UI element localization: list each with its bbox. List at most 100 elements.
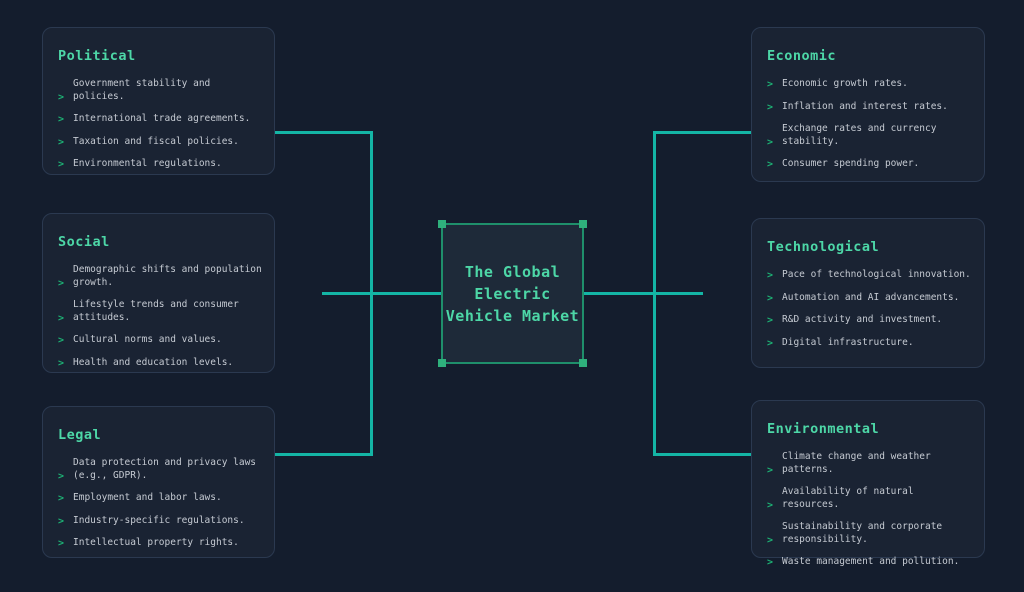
factor-text: Intellectual property rights. xyxy=(73,537,239,548)
node-items: > Economic growth rates. > Inflation and in… xyxy=(767,78,976,171)
factor-item: > Industry-specific regulations. xyxy=(58,515,266,528)
chevron-bullet-icon: > xyxy=(767,337,774,349)
chevron-bullet-icon: > xyxy=(767,292,774,304)
factor-text: Taxation and fiscal policies. xyxy=(73,135,239,147)
center-title: The Global Electric Vehicle Market xyxy=(445,262,580,325)
factor-text: Industry-specific regulations. xyxy=(73,514,245,526)
chevron-bullet-icon: > xyxy=(58,159,65,170)
node-environmental[interactable]: Environmental > Climate change and weathe… xyxy=(751,400,985,568)
connector-center-right xyxy=(584,292,703,295)
node-items: > Climate change and weather patterns. > Av… xyxy=(767,451,976,569)
connector-economic-branch xyxy=(655,131,751,134)
factor-text: Data protection and privacy laws (e.g., … xyxy=(73,457,257,481)
legal-title: Legal xyxy=(58,427,102,443)
connector-environmental-branch xyxy=(655,453,751,456)
factor-item: > Environmental regulations. xyxy=(58,158,266,171)
factor-text: Sustainability and corporate responsibil… xyxy=(782,521,943,545)
chevron-bullet-icon: > xyxy=(767,270,774,281)
chevron-bullet-icon: > xyxy=(58,277,65,289)
node-items: > Government stability and policies. > Inte… xyxy=(58,78,266,171)
factor-text: Health and education levels. xyxy=(73,356,234,368)
factor-item: > Sustainability and corporate responsibi… xyxy=(767,521,976,546)
chevron-bullet-icon: > xyxy=(767,136,774,148)
factor-item: > Climate change and weather patterns. xyxy=(767,451,976,476)
chevron-bullet-icon: > xyxy=(58,357,65,369)
factor-text: Consumer spending power. xyxy=(782,158,920,169)
chevron-bullet-icon: > xyxy=(767,101,774,113)
factor-item: > International trade agreements. xyxy=(58,113,266,126)
factor-text: Government stability and policies. xyxy=(73,78,211,102)
economic-title: Economic xyxy=(767,48,837,64)
factor-text: R&D activity and investment. xyxy=(782,314,943,325)
factor-text: Inflation and interest rates. xyxy=(782,100,948,112)
factor-text: Economic growth rates. xyxy=(782,78,908,89)
factor-item: > Cultural norms and values. xyxy=(58,334,266,347)
factor-text: Employment and labor laws. xyxy=(73,492,222,503)
factor-item: > R&D activity and investment. xyxy=(767,314,976,327)
political-title: Political xyxy=(58,48,136,64)
factor-item: > Waste management and pollution. xyxy=(767,556,976,569)
chevron-bullet-icon: > xyxy=(767,499,774,511)
factor-item: > Inflation and interest rates. xyxy=(767,101,976,114)
social-title: Social xyxy=(58,234,110,250)
node-economic[interactable]: Economic > Economic growth rates. > Inflati… xyxy=(751,27,985,182)
factor-text: Digital infrastructure. xyxy=(782,336,914,348)
chevron-bullet-icon: > xyxy=(767,557,774,568)
node-political[interactable]: Political > Government stability and poli… xyxy=(42,27,275,175)
factor-text: Climate change and weather patterns. xyxy=(782,451,931,475)
connector-center-left xyxy=(322,292,441,295)
chevron-bullet-icon: > xyxy=(58,493,65,504)
selection-handle-top-left[interactable] xyxy=(438,220,446,228)
chevron-bullet-icon: > xyxy=(58,515,65,527)
factor-text: Demographic shifts and population growth… xyxy=(73,264,262,288)
chevron-bullet-icon: > xyxy=(767,159,774,170)
node-legal[interactable]: Legal > Data protection and privacy laws … xyxy=(42,406,275,558)
factor-item: > Data protection and privacy laws (e.g.,… xyxy=(58,457,266,482)
node-items: > Pace of technological innovation. > Autom… xyxy=(767,269,976,349)
node-social[interactable]: Social > Demographic shifts and populatio… xyxy=(42,213,275,373)
node-items: > Demographic shifts and population growt… xyxy=(58,264,266,369)
factor-item: > Consumer spending power. xyxy=(767,158,976,171)
chevron-bullet-icon: > xyxy=(767,534,774,546)
connector-legal-branch xyxy=(275,453,373,456)
factor-text: Exchange rates and currency stability. xyxy=(782,123,937,147)
factor-text: Automation and AI advancements. xyxy=(782,291,960,303)
node-technological[interactable]: Technological >Pace of technological inn… xyxy=(751,218,985,368)
chevron-bullet-icon: > xyxy=(58,538,65,549)
selection-handle-top-right[interactable] xyxy=(579,220,587,228)
chevron-bullet-icon: > xyxy=(767,464,774,476)
chevron-bullet-icon: > xyxy=(58,136,65,148)
factor-item: > Lifestyle trends and consumer attitudes… xyxy=(58,299,266,324)
chevron-bullet-icon: > xyxy=(58,114,65,125)
factor-item: > Economic growth rates. xyxy=(767,78,976,91)
chevron-bullet-icon: > xyxy=(767,79,774,90)
factor-text: Environmental regulations. xyxy=(73,158,222,169)
connector-political-branch xyxy=(275,131,373,134)
factor-item: > Health and education levels. xyxy=(58,357,266,370)
factor-item: > Automation and AI advancements. xyxy=(767,292,976,305)
chevron-bullet-icon: > xyxy=(767,315,774,326)
factor-item: > Pace of technological innovation. xyxy=(767,269,976,282)
chevron-bullet-icon: > xyxy=(58,91,65,103)
factor-item: > Digital infrastructure. xyxy=(767,337,976,350)
factor-text: International trade agreements. xyxy=(73,113,251,124)
factor-text: Pace of technological innovation. xyxy=(782,269,971,280)
factor-text: Availability of natural resources. xyxy=(782,486,914,510)
factor-text: Cultural norms and values. xyxy=(73,334,222,345)
factor-item: > Intellectual property rights. xyxy=(58,537,266,550)
factor-text: Waste management and pollution. xyxy=(782,556,960,567)
factor-item: > Taxation and fiscal policies. xyxy=(58,136,266,149)
chevron-bullet-icon: > xyxy=(58,312,65,324)
environmental-title: Environmental xyxy=(767,421,880,437)
node-center[interactable]: The Global Electric Vehicle Market xyxy=(438,220,587,367)
chevron-bullet-icon: > xyxy=(58,335,65,346)
factor-item: > Exchange rates and currency stability. xyxy=(767,123,976,148)
node-items: > Data protection and privacy laws (e.g.,… xyxy=(58,457,266,550)
chevron-bullet-icon: > xyxy=(58,470,65,482)
factor-text: Lifestyle trends and consumer attitudes. xyxy=(73,299,239,323)
selection-handle-bottom-left[interactable] xyxy=(438,359,446,367)
factor-item: > Government stability and policies. xyxy=(58,78,266,103)
factor-item: > Employment and labor laws. xyxy=(58,492,266,505)
selection-handle-bottom-right[interactable] xyxy=(579,359,587,367)
